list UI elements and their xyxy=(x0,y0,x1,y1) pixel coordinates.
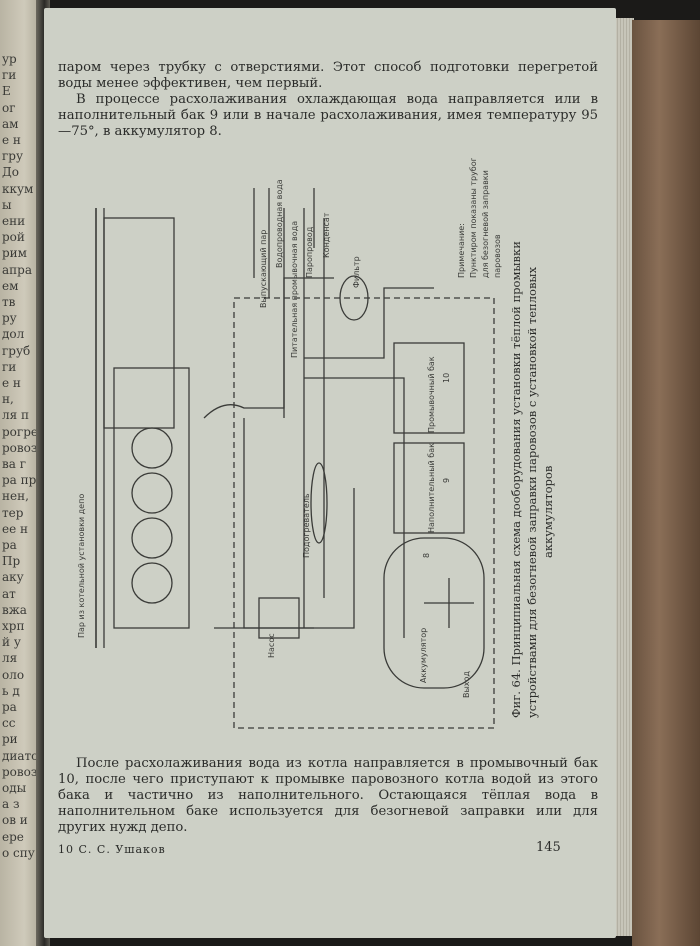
figure-64-schematic: Промывочный бак 10 Наполнительный бак 9 … xyxy=(77,158,555,729)
water-line-label: Водопроводная вода xyxy=(275,179,284,268)
left-page-fragment: ровоза xyxy=(2,764,44,779)
top-paragraphs: паром через трубку с отверстиями. Этот с… xyxy=(58,60,598,140)
left-page-fragment: н, xyxy=(2,392,14,407)
left-page-fragment: ы xyxy=(2,197,12,212)
flush-tank-label: Промывочный бак xyxy=(427,356,436,433)
filter-vessel xyxy=(339,275,369,321)
track-label: Пар из котельной установки депо xyxy=(77,494,86,638)
left-page-fragment: е н xyxy=(2,376,21,390)
left-page-fragment: рой xyxy=(2,230,25,245)
book-cover xyxy=(632,20,700,946)
left-page-fragment: аку xyxy=(2,570,24,585)
fill-tank-label: Наполнительный бак xyxy=(427,443,436,533)
bottom-paragraph: После расхолаживания вода из котла напра… xyxy=(58,756,598,836)
left-page-fragment: ри xyxy=(2,732,18,747)
left-page-fragment: й у xyxy=(2,635,21,650)
figure-caption: аккумуляторов xyxy=(541,466,555,558)
left-page-fragment: ккум xyxy=(2,181,34,196)
exit-label: Выход xyxy=(462,671,471,698)
left-page-fragment: ра xyxy=(2,538,17,552)
left-page-fragment: ва г xyxy=(2,457,27,471)
left-page-fragment: ра пр xyxy=(2,473,37,488)
left-page-fragment: вжа xyxy=(2,602,27,617)
left-page-fragment: дол xyxy=(2,327,25,342)
steam-line-label: Паропровод xyxy=(305,226,314,278)
left-page-fragment: Пр xyxy=(2,554,21,569)
pump-label: Насос xyxy=(267,633,276,658)
paragraph: паром через трубку с отверстиями. Этот с… xyxy=(58,60,598,91)
flush-water-label: Питательная промывочная вода xyxy=(290,221,299,358)
paragraph: В процессе расхолаживания охлаждающая во… xyxy=(58,92,598,139)
accumulator-label: Аккумулятор xyxy=(419,628,428,683)
figure-caption: устройствами для безогневой заправки пар… xyxy=(525,266,539,718)
left-page-fragment: груб xyxy=(2,343,31,358)
left-page-fragment: гру xyxy=(2,149,24,164)
left-page-fragment: тер xyxy=(2,505,24,520)
left-page-fragment: ру xyxy=(2,311,17,326)
figure-caption: Фиг. 64. Принципиальная схема дооборудов… xyxy=(509,241,523,718)
heater-label: Подогреватель xyxy=(302,493,311,558)
vent-steam-label: Выпускающий пар xyxy=(259,230,268,308)
left-page-fragment: е н xyxy=(2,133,21,147)
flush-tank-number: 10 xyxy=(442,373,451,383)
left-page-fragment: рогре xyxy=(2,424,38,439)
note-text: для безогневой заправки xyxy=(481,170,490,278)
left-page-fragment: тв xyxy=(2,295,16,309)
left-page-fragment: До xyxy=(2,165,19,180)
filter-label: Фильтр xyxy=(352,256,361,288)
left-page-fragment: ь д xyxy=(2,683,20,698)
paragraph: После расхолаживания вода из котла напра… xyxy=(58,756,598,835)
flush-tank xyxy=(393,342,465,434)
note-text: Пунктиром показаны трубопроводы xyxy=(469,158,478,278)
left-page-fragment: диато xyxy=(2,748,39,763)
left-page-fragment: о спу xyxy=(2,845,35,860)
left-page-fragment: ов и xyxy=(2,813,28,828)
left-page-fragment: оды xyxy=(2,781,27,795)
left-page-fragment: апра xyxy=(2,262,32,277)
left-page-fragment: ам xyxy=(2,116,19,131)
left-page-fragment: Е xyxy=(2,84,11,99)
left-page-fragment: ля п xyxy=(2,408,30,423)
locomotive-boiler xyxy=(113,367,190,629)
left-page-fragment: сс xyxy=(2,716,16,731)
accumulator-number: 8 xyxy=(422,553,431,558)
heater-vessel xyxy=(310,462,328,544)
left-page-fragment: нен, xyxy=(2,489,29,504)
left-page-fragment: рим xyxy=(2,246,28,261)
pump-box xyxy=(258,597,300,639)
fill-tank xyxy=(393,442,465,534)
left-page-fragment: ги xyxy=(2,68,17,83)
footer-signature: 10 С. С. Ушаков xyxy=(58,843,166,856)
left-page-fragment: ем xyxy=(2,278,19,293)
accumulator-tank xyxy=(383,537,485,689)
left-page-fragment: ур xyxy=(2,52,17,66)
left-page-fragment: ени xyxy=(2,214,26,228)
left-page-fragment: ги xyxy=(2,359,17,374)
page-number: 145 xyxy=(536,840,561,855)
condensate-label: Конденсат xyxy=(322,212,331,258)
left-page-fragment: ере xyxy=(2,829,24,844)
left-page-fragment: а з xyxy=(2,797,20,812)
left-page-fragment: оло xyxy=(2,667,25,682)
left-page-fragment: ля xyxy=(2,651,18,666)
left-page-fragment: ат xyxy=(2,586,16,601)
right-page: паром через трубку с отверстиями. Этот с… xyxy=(44,8,616,938)
left-page-fragment: ра xyxy=(2,700,17,714)
left-page-fragment: ровоза xyxy=(2,440,44,455)
left-page-fragment: ее н xyxy=(2,521,29,536)
fill-tank-number: 9 xyxy=(442,478,451,483)
note-text: паровозов xyxy=(493,234,502,278)
left-page-fragment: ог xyxy=(2,100,16,115)
left-page-fragment: хрп xyxy=(2,619,25,633)
note-heading: Примечание: xyxy=(457,223,466,278)
